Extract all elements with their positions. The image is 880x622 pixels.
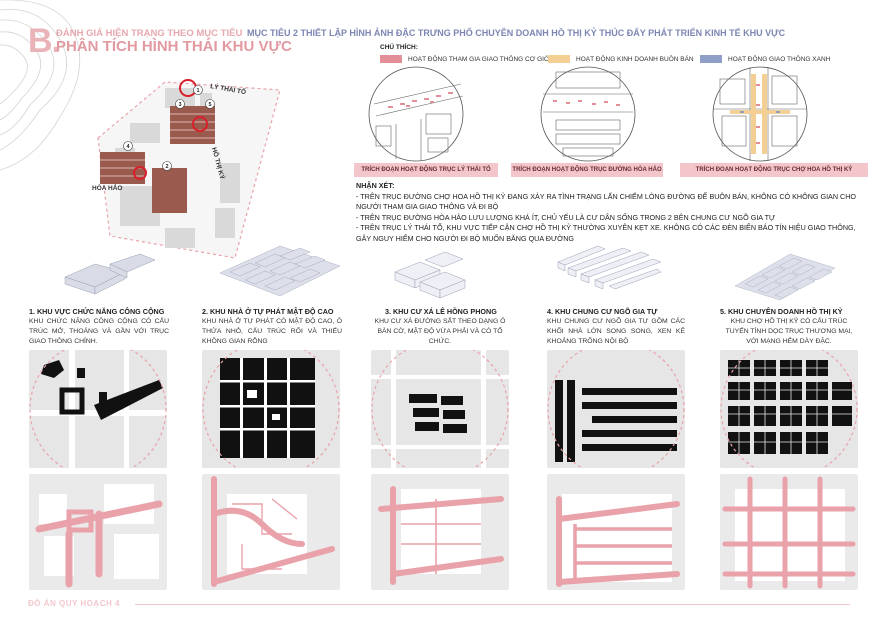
zone-4-title: 4. KHU CHUNG CƯ NGÕ GIA TỰ (547, 307, 658, 316)
legend-label-trade: HOẠT ĐỘNG KINH DOANH BUÔN BÁN (576, 55, 694, 63)
zone-number-1: 1 (196, 88, 199, 94)
site-map: 1 2 3 4 5 LÝ THÁI TỔ HỒ THỊ KỶ HÒA HẢO (92, 79, 281, 259)
legend-item-green: HOẠT ĐỘNG GIAO THÔNG XANH (700, 55, 830, 63)
zone-1-figure-ground (29, 350, 167, 468)
zone-3-desc: KHU CƯ XÁ ĐƯỜNG SẮT THEO DẠNG Ô BÀN CỜ, … (374, 318, 506, 345)
zone-1-network-diagram (29, 474, 167, 590)
zone-number-2: 2 (165, 164, 168, 170)
comment-line-1: - TRÊN TRỤC ĐƯỜNG CHỢ HOA HỒ THỊ KỶ ĐANG… (356, 191, 857, 212)
zone-2-figure-ground (202, 350, 340, 468)
legend-label-motor: HOẠT ĐỘNG THAM GIA GIAO THÔNG CƠ GIỚI (408, 55, 552, 63)
legend-swatch-motor (380, 55, 402, 63)
legend-label-green: HOẠT ĐỘNG GIAO THÔNG XANH (728, 55, 831, 63)
legend-swatch-green (700, 55, 722, 63)
section-letter: B. (28, 22, 61, 60)
legend-swatch-trade (548, 55, 570, 63)
zone-number-4: 4 (126, 144, 130, 150)
excerpt-diagram-hoa-hao (540, 66, 636, 162)
zone-5-desc: KHU CHỢ HỒ THỊ KỶ CÓ CẤU TRÚC TUYẾN TÍNH… (725, 318, 853, 345)
zone-number-5: 5 (208, 102, 211, 108)
zone-2-network-diagram (202, 474, 340, 590)
zone-4-network-diagram (547, 474, 685, 590)
zone-5-axonometric (734, 253, 836, 301)
zone-1-desc: KHU CHỨC NĂNG CÔNG CỘNG CÓ CẤU TRÚC MỞ, … (29, 318, 169, 345)
zone-4-axonometric (557, 245, 662, 290)
excerpt-tag-ly-thai-to: TRÍCH ĐOẠN HOẠT ĐỘNG TRỤC LÝ THÁI TỔ (354, 163, 498, 177)
zone-number-3: 3 (178, 102, 181, 108)
zone-1-axonometric (64, 253, 156, 295)
excerpt-diagram-ho-thi-ky (712, 66, 808, 162)
zone-2-title: 2. KHU NHÀ Ở TỰ PHÁT MẬT ĐỘ CAO (202, 307, 334, 316)
comments-title: NHẬN XÉT: (356, 181, 395, 190)
zone-4-figure-ground (547, 350, 685, 468)
zone-5-title: 5. KHU CHUYÊN DOANH HỒ THỊ KỶ (720, 307, 843, 316)
footer-title: ĐỒ ÁN QUY HOẠCH 4 (28, 599, 120, 608)
legend-item-motor: HOẠT ĐỘNG THAM GIA GIAO THÔNG CƠ GIỚI (380, 55, 551, 63)
zone-2-block (152, 168, 187, 213)
zone-5-network-diagram (720, 474, 858, 590)
zone-2-desc: KHU NHÀ Ở TỰ PHÁT CÓ MẬT ĐỘ CAO, Ô THỬA … (202, 318, 342, 345)
legend-title: CHÚ THÍCH: (380, 44, 418, 51)
comments-block: NHẬN XÉT: - TRÊN TRỤC ĐƯỜNG CHỢ HOA HỒ T… (356, 181, 868, 244)
legend-item-trade: HOẠT ĐỘNG KINH DOANH BUÔN BÁN (548, 55, 694, 63)
street-label-hoa-hao: HÒA HẢO (92, 183, 122, 192)
zone-3-title: 3. KHU CƯ XÁ LÊ HỒNG PHONG (385, 307, 497, 316)
zone-4-desc: KHU CHUNG CƯ NGÕ GIA TỰ GỒM CÁC KHỐI NHÀ… (547, 318, 685, 345)
excerpt-diagram-ly-thai-to (368, 66, 464, 162)
zone-3-network-diagram (371, 474, 509, 590)
comment-line-2: - TRÊN TRỤC ĐƯỜNG HÒA HẢO LƯU LƯỢNG KHÁ … (356, 212, 776, 222)
goal-title: MỤC TIÊU 2 THIẾT LẬP HÌNH ẢNH ĐẶC TRƯNG … (247, 28, 786, 38)
excerpt-tag-ho-thi-ky: TRÍCH ĐOẠN HOẠT ĐỘNG TRỤC CHỢ HOA HỒ THỊ… (680, 163, 868, 177)
zone-5-figure-ground (720, 350, 858, 468)
zone-3-axonometric (394, 251, 466, 299)
zone-3-figure-ground (371, 350, 509, 468)
zone-1-title: 1. KHU VỰC CHỨC NĂNG CÔNG CỘNG (29, 307, 165, 316)
section-subtitle: ĐÁNH GIÁ HIỆN TRẠNG THEO MỤC TIÊU (56, 28, 243, 39)
section-title: PHÂN TÍCH HÌNH THÁI KHU VỰC (56, 38, 292, 55)
footer-divider (135, 604, 850, 606)
zone-2-axonometric (219, 245, 341, 297)
excerpt-tag-hoa-hao: TRÍCH ĐOẠN HOẠT ĐỘNG TRỤC ĐƯỜNG HÒA HẢO (511, 163, 663, 177)
comment-line-3: - TRÊN TRỤC LÝ THÁI TỔ, KHU VỰC TIẾP CẬN… (356, 223, 856, 243)
